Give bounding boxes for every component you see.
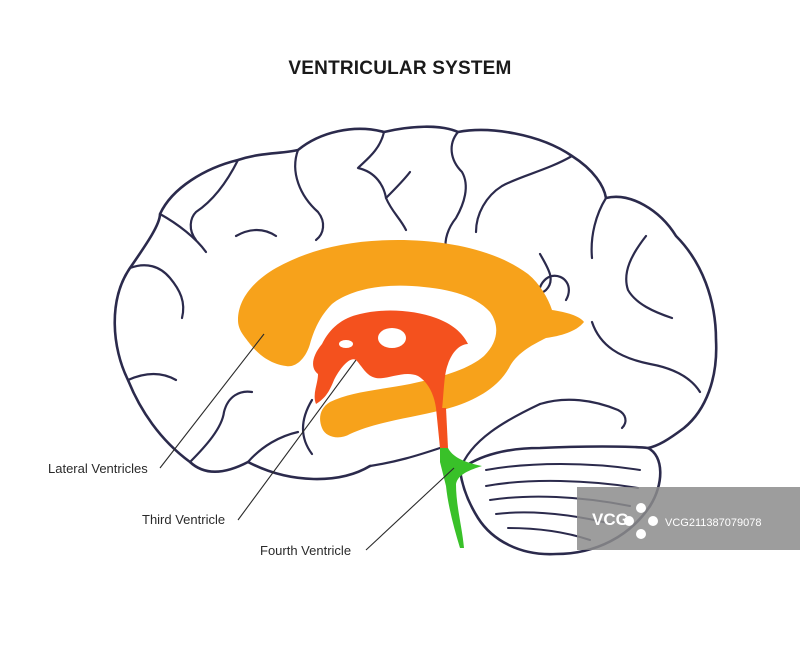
brain-outline	[113, 125, 718, 556]
sulcus-12	[158, 212, 208, 254]
sulcus-6	[590, 196, 608, 260]
page-title: VENTRICULAR SYSTEM	[288, 58, 512, 79]
leader-third	[237, 359, 357, 521]
sulcus-4	[444, 130, 467, 252]
sulcus-16	[246, 430, 300, 464]
sulcus-14	[126, 372, 178, 382]
watermark-logo: VCG	[592, 510, 629, 529]
sulcus-1	[294, 148, 325, 242]
brainstem-line-right	[458, 402, 542, 472]
cerebellum-folium-2	[485, 479, 639, 489]
sulcus-5	[474, 154, 574, 234]
leader-lateral	[159, 333, 265, 469]
watermark-flower-icon	[624, 503, 658, 539]
leader-lines	[159, 333, 455, 551]
cerebellum-folium-1	[485, 463, 641, 471]
sulcus-11	[189, 158, 240, 242]
sulcus-2	[356, 130, 408, 232]
fourth-ventricle	[440, 448, 482, 548]
brainstem-line-left	[368, 446, 442, 468]
watermark-id: VCG211387079078	[665, 517, 761, 529]
sulcus-8	[625, 234, 674, 320]
sulcus-9	[590, 320, 702, 394]
sulcus-13	[128, 264, 185, 320]
cerebral-aqueduct	[436, 408, 448, 448]
leader-fourth	[365, 467, 455, 551]
label-lateral-ventricles: Lateral Ventricles	[48, 461, 148, 476]
sulcus-15	[188, 390, 254, 464]
sulcus-3	[384, 170, 412, 200]
lateral-ventricles	[238, 240, 584, 438]
label-third-ventricle: Third Ventricle	[142, 512, 225, 527]
sulcus-10	[538, 398, 627, 430]
interthalamic-adhesion	[378, 328, 406, 348]
sulcus-17	[301, 398, 314, 456]
watermark-background	[577, 487, 800, 550]
third-ventricle-recess	[339, 340, 353, 348]
third-ventricle	[313, 310, 468, 410]
label-fourth-ventricle: Fourth Ventricle	[260, 543, 351, 558]
sulcus-18	[234, 228, 278, 238]
cerebrum-contour	[113, 125, 718, 481]
watermark: VCG VCG211387079078	[577, 487, 800, 550]
